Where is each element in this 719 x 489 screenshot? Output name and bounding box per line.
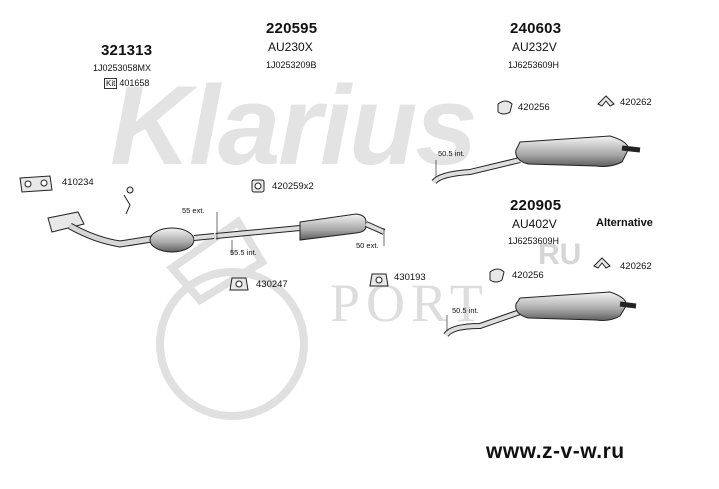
website-url: www.z-v-w.ru xyxy=(486,440,625,463)
fitting-420262-top-shape xyxy=(597,95,615,107)
fitting-420256-top-shape xyxy=(497,100,513,115)
ref-240603: 1J6253609H xyxy=(508,60,560,70)
dim-50-5-int-bottom: 50.5 int. xyxy=(452,306,479,315)
part-number-321313: 321313 xyxy=(101,42,153,59)
dim-55-5-int: 55.5 int. xyxy=(230,248,257,257)
part-number-220595: 220595 xyxy=(266,20,318,37)
fitting-430193-label: 430193 xyxy=(394,272,426,283)
fitting-420262-bottom-label: 420262 xyxy=(620,261,652,272)
hanger-clip-shape xyxy=(123,186,134,215)
code-240603: AU232V xyxy=(512,40,557,54)
fitting-430247-shape xyxy=(229,277,249,291)
fitting-420256-bottom-label: 420256 xyxy=(512,270,544,281)
ref-220595: 1J0253209B xyxy=(266,60,317,70)
fitting-420262-top-label: 420262 xyxy=(620,97,652,108)
fitting-410234-label: 410234 xyxy=(62,177,94,188)
part-number-220905: 220905 xyxy=(510,197,562,214)
watermark-ru: RU xyxy=(538,238,582,271)
ref-220905: 1J6253609H xyxy=(508,236,560,246)
dim-55-ext: 55 ext. xyxy=(182,206,205,215)
kit-badge: Kit xyxy=(104,78,118,89)
fitting-430193-shape xyxy=(369,273,389,287)
dimension-lines xyxy=(216,160,448,330)
fitting-420259-shape xyxy=(251,179,265,193)
code-220595: AU230X xyxy=(268,40,313,54)
bracket-410234-shape xyxy=(19,175,53,193)
part-number-240603: 240603 xyxy=(510,20,562,37)
fitting-420256-top-label: 420256 xyxy=(518,102,550,113)
front-pipe-321313 xyxy=(47,211,215,253)
kit-number: 401658 xyxy=(119,78,150,88)
middle-silencer-220595 xyxy=(215,213,386,241)
fitting-420262-bottom-shape xyxy=(593,257,611,269)
fitting-420259-label: 420259x2 xyxy=(272,181,314,192)
dim-50-5-int-top: 50.5 int. xyxy=(438,149,465,158)
watermark-port: PORT xyxy=(330,273,489,333)
code-220905: AU402V xyxy=(512,217,557,231)
fitting-420256-bottom-shape xyxy=(489,268,505,283)
ref-321313: 1J0253058MX xyxy=(93,63,152,73)
klarius-watermark: Klarius xyxy=(110,63,478,188)
dim-50-ext: 50 ext. xyxy=(356,241,379,250)
rear-silencer-220905 xyxy=(443,291,637,337)
rear-silencer-240603 xyxy=(431,135,641,185)
alternative-label: Alternative xyxy=(596,217,653,229)
fitting-430247-label: 430247 xyxy=(256,279,288,290)
